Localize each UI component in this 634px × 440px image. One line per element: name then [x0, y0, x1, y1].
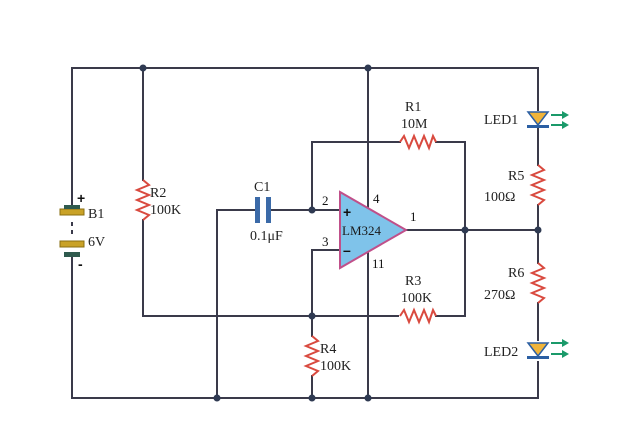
- pin-label-1: 1: [410, 209, 417, 224]
- r2-zigzag: [134, 179, 152, 221]
- junction-output: [461, 226, 469, 234]
- led1-label: LED1: [484, 113, 518, 128]
- battery-minus-sign: -: [78, 256, 83, 272]
- led-1: LED1: [484, 111, 569, 129]
- led-2: LED2: [484, 339, 569, 360]
- c1-label: C1: [254, 180, 270, 195]
- pin-label-2: 2: [322, 193, 329, 208]
- r1-zigzag: [399, 133, 437, 151]
- battery-cap-top: [64, 205, 80, 209]
- led2-body: [526, 342, 550, 358]
- r3-right-wire: [435, 229, 466, 317]
- r1-left-wire: [311, 141, 401, 211]
- r1-value: 10M: [401, 117, 428, 132]
- led2-arrow-top-head: [562, 339, 569, 347]
- c1-plate-right: [266, 197, 271, 223]
- r3-zigzag: [399, 307, 437, 325]
- r6-zigzag: [529, 262, 547, 304]
- opamp-lm324: + – LM324: [339, 190, 409, 270]
- battery-plus-sign: +: [77, 190, 85, 206]
- r2-value: 100K: [150, 203, 181, 218]
- led1-arrow-bottom-head: [562, 121, 569, 129]
- r5-value: 100Ω: [484, 190, 515, 205]
- resistor-r3: R3 100K: [399, 274, 437, 325]
- junction-bottom-pin11: [364, 394, 372, 402]
- battery-cap-bottom: [64, 252, 80, 257]
- r1-right-wire: [435, 141, 466, 231]
- top-rail-wire: [71, 67, 539, 111]
- r2-label: R2: [150, 186, 166, 201]
- wires: [71, 67, 539, 399]
- r4-zigzag: [303, 335, 321, 377]
- battery-b1: + - B1 6V: [59, 190, 105, 272]
- battery-value: 6V: [88, 235, 105, 250]
- junction-top-pin4: [364, 64, 372, 72]
- r4-value: 100K: [320, 359, 351, 374]
- resistor-r6: R6 270Ω: [484, 262, 547, 304]
- resistor-r5: R5 100Ω: [484, 164, 547, 206]
- pin-label-11: 11: [372, 256, 385, 271]
- junctions: [139, 64, 542, 402]
- r1-label: R1: [405, 100, 421, 115]
- bottom-rail-wire: [71, 361, 539, 399]
- opamp-label: LM324: [342, 223, 382, 238]
- r6-label: R6: [508, 266, 524, 281]
- led2-cathode-bar: [527, 356, 549, 359]
- led2-label: LED2: [484, 345, 518, 360]
- battery-cell-bottom: [59, 240, 85, 248]
- junction-pin2: [308, 206, 316, 214]
- c1-plate-left: [255, 197, 260, 223]
- junction-r3-r4: [308, 312, 316, 320]
- r3-value: 100K: [401, 291, 432, 306]
- junction-led-mid: [534, 226, 542, 234]
- r4-label: R4: [320, 342, 336, 357]
- r6-value: 270Ω: [484, 288, 515, 303]
- battery-label: B1: [88, 207, 104, 222]
- opamp-minus-input: –: [343, 242, 351, 258]
- c1-value: 0.1μF: [250, 229, 283, 244]
- opamp-triangle: [339, 190, 409, 270]
- capacitor-c1: C1 0.1μF: [250, 180, 283, 244]
- led1-arrow-top-head: [562, 111, 569, 119]
- junction-bottom-c1: [213, 394, 221, 402]
- pin3-wire: [311, 249, 341, 337]
- pin-label-3: 3: [322, 234, 329, 249]
- led1-body: [526, 111, 550, 127]
- resistor-r1: R1 10M: [399, 100, 437, 151]
- led2-arrow-bottom-head: [562, 350, 569, 358]
- resistor-r4: R4 100K: [303, 335, 351, 377]
- r3-label: R3: [405, 274, 421, 289]
- pin-labels: 2 3 4 11 1: [322, 191, 417, 271]
- opamp-plus-input: +: [343, 204, 351, 220]
- r5-zigzag: [529, 164, 547, 206]
- r5-label: R5: [508, 169, 524, 184]
- pin-label-4: 4: [373, 191, 380, 206]
- resistor-r2: R2 100K: [134, 179, 181, 221]
- led1-cathode-bar: [527, 125, 549, 128]
- c1-left-wire: [216, 209, 256, 399]
- battery-cell-top: [59, 208, 85, 216]
- junction-top-r2: [139, 64, 147, 72]
- junction-bottom-r4: [308, 394, 316, 402]
